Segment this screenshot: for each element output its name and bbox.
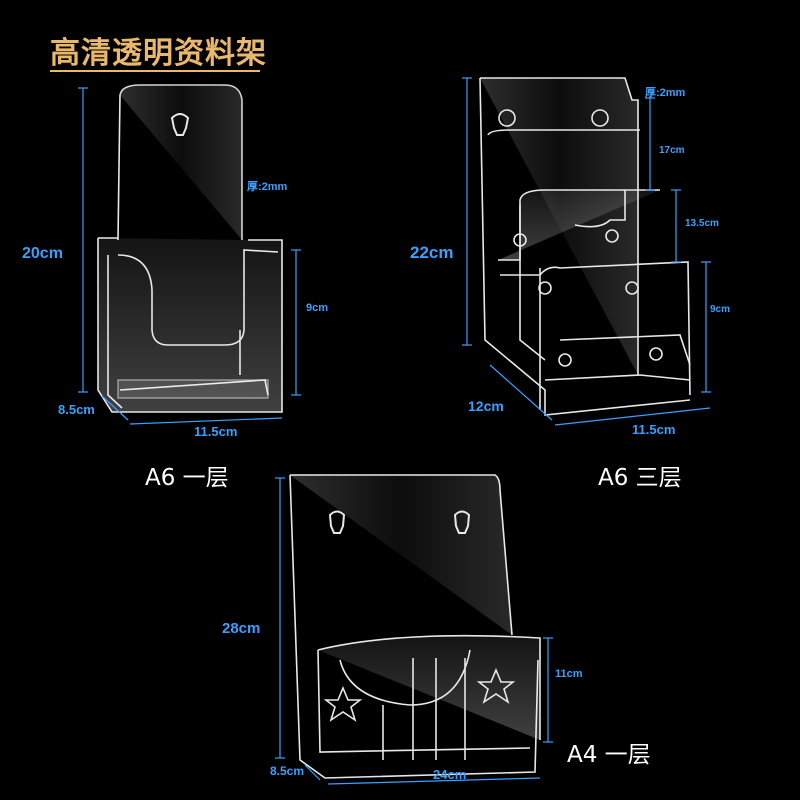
a6-three-tier3-label: 9cm <box>710 304 731 315</box>
a6-three-tier-holder <box>479 77 691 416</box>
a6-three-thickness-label: 厚:2mm <box>645 87 686 99</box>
a6-three-width-label: 11.5cm <box>632 422 676 437</box>
a4-single-front-height-label: 11cm <box>555 668 583 680</box>
a6-single-width-label: 11.5cm <box>194 424 238 439</box>
page-title: 高清透明资料架 <box>50 36 267 71</box>
a6-single-dim-lines <box>78 87 301 425</box>
a6-single-thickness-label: 厚:2mm <box>247 181 288 193</box>
a4-single-dim-lines <box>275 477 553 785</box>
product-label-a4-single: A4 一层 <box>567 742 651 768</box>
a6-single-tier-holder <box>97 84 283 413</box>
title-underline <box>50 70 260 72</box>
a4-single-tier-holder <box>289 474 541 779</box>
a6-three-dim-lines <box>462 77 711 426</box>
product-label-a6-single: A6 一层 <box>145 465 229 491</box>
a6-three-tier2-label: 13.5cm <box>685 218 719 229</box>
a4-single-width-label: 24cm <box>433 767 467 782</box>
a4-single-height-label: 28cm <box>222 620 261 637</box>
a4-single-depth-label: 8.5cm <box>270 764 305 778</box>
a6-three-tier1-label: 17cm <box>659 145 685 156</box>
a6-three-height-label: 22cm <box>410 243 454 262</box>
product-label-a6-three: A6 三层 <box>598 465 682 491</box>
a6-three-depth-label: 12cm <box>468 398 504 414</box>
a6-single-front-height-label: 9cm <box>306 302 329 314</box>
a6-single-depth-label: 8.5cm <box>58 402 95 417</box>
a6-single-height-label: 20cm <box>22 245 63 262</box>
